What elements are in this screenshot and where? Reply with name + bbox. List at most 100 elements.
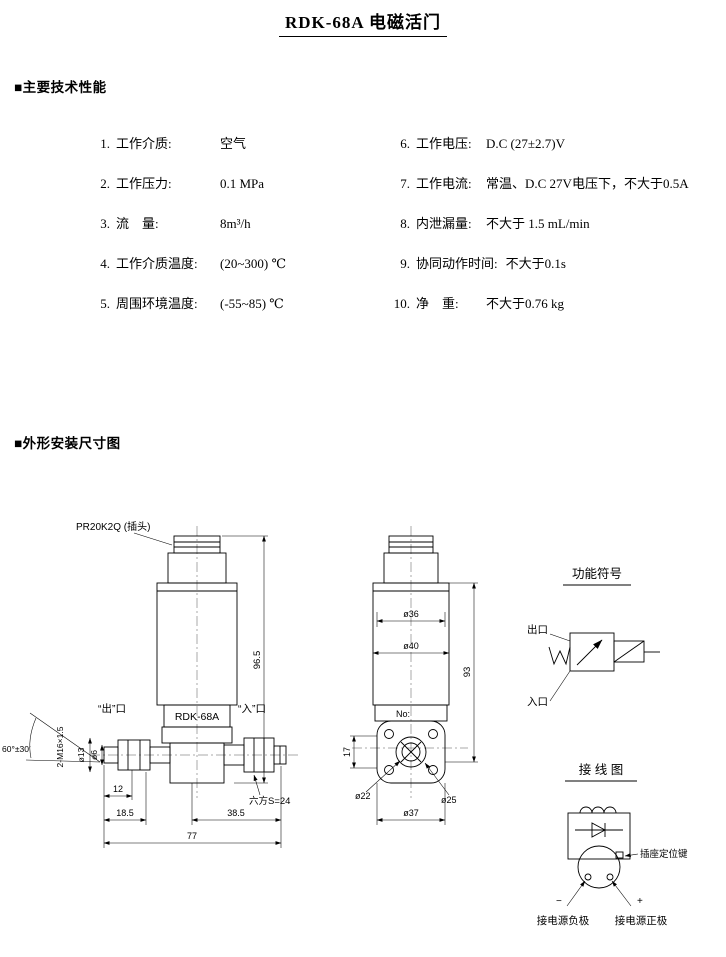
solenoid-symbol <box>613 640 645 663</box>
spec-value: 常温、D.C 27V电压下，不大于0.5A <box>486 176 689 191</box>
dim-diameter-13: ø13 <box>76 747 86 762</box>
spec-number: 5. <box>100 296 110 311</box>
spec-number: 2. <box>100 176 110 191</box>
valve-front-view: ø36 ø40 93 No: <box>342 526 478 825</box>
specs-section-heading: ■主要技术性能 <box>14 80 107 95</box>
spec-label: 内泄漏量: <box>416 216 472 231</box>
page-title: RDK-68A 电磁活门 <box>278 8 448 37</box>
spring-symbol <box>548 646 571 666</box>
dim-height-96-5: 96.5 <box>252 651 263 670</box>
plug-connector-outline-front <box>383 535 439 584</box>
plus-sign: + <box>637 896 643 907</box>
width-dimensions: 12 18.5 38.5 77 <box>103 765 282 848</box>
spec-number: 9. <box>400 256 410 271</box>
dim-thread-2-m16: 2-M16×1.5 <box>55 726 65 767</box>
spec-item-5: 5. 周围环境温度: (-55~85) ℃ <box>88 293 286 312</box>
spec-label: 流 量: <box>116 216 159 231</box>
valve-symbol-box <box>569 632 615 672</box>
spec-number: 6. <box>400 136 410 151</box>
dimension-drawing: PR20K2Q (插头) RDK-68A “出”口 “入”口 <box>2 520 688 927</box>
spec-label: 工作介质温度: <box>116 256 198 271</box>
dim-height-93: 93 <box>462 667 473 678</box>
diameter-dimension-37: ø37 <box>376 783 446 825</box>
spec-value: 不大于0.1s <box>505 256 566 271</box>
diode-symbol <box>591 822 606 838</box>
spec-item-4: 4. 工作介质温度: (20~300) ℃ <box>88 253 286 272</box>
spec-label: 工作压力: <box>116 176 172 191</box>
spec-item-1: 1. 工作介质: 空气 <box>88 133 286 152</box>
wiring-diagram: 接 线 图 插座定位键 − + 接电源负极 接电源正极 <box>537 762 688 927</box>
spec-value: 8m³/h <box>220 216 251 231</box>
spec-item-7: 7. 工作电流: 常温、D.C 27V电压下，不大于0.5A <box>388 173 689 192</box>
dim-diameter-37: ø37 <box>403 808 419 818</box>
socket-pin-negative <box>584 873 592 881</box>
dim-diameter-22: ø22 <box>355 791 371 801</box>
spec-value: 不大于 1.5 mL/min <box>486 216 590 231</box>
minus-sign: − <box>556 896 562 907</box>
inlet-port-label: “入”口 <box>238 703 266 715</box>
spec-value: (20~300) ℃ <box>220 256 286 271</box>
model-label: RDK-68A <box>175 711 219 723</box>
outlet-port-label: “出”口 <box>98 702 126 715</box>
spec-number: 3. <box>100 216 110 231</box>
spec-item-9: 9. 协同动作时间: 不大于0.1s <box>388 253 689 272</box>
drawing-section-heading: ■外形安装尺寸图 <box>14 436 121 451</box>
spec-number: 7. <box>400 176 410 191</box>
title-wrap: RDK-68A 电磁活门 <box>0 8 726 37</box>
spec-item-2: 2. 工作压力: 0.1 MPa <box>88 173 286 192</box>
hex-size-label: 六方S=24 <box>249 795 290 807</box>
symbol-outlet-label: 出口 <box>527 623 548 636</box>
spec-value: 空气 <box>220 136 247 151</box>
dim-width-12: 12 <box>113 784 123 794</box>
power-positive-label: 接电源正极 <box>615 914 668 927</box>
socket-outline <box>577 845 621 889</box>
spec-number: 10. <box>393 296 410 311</box>
spec-value: 0.1 MPa <box>220 176 265 191</box>
valve-side-view: PR20K2Q (插头) RDK-68A “出”口 “入”口 <box>2 520 300 848</box>
dim-width-77: 77 <box>187 831 197 841</box>
dim-diameter-6: ø6 <box>89 750 99 760</box>
spec-label: 工作电流: <box>416 176 472 191</box>
spec-label: 协同动作时间: <box>416 256 498 271</box>
spec-value: D.C (27±2.7)V <box>486 136 565 151</box>
dim-width-18-5: 18.5 <box>116 808 134 818</box>
spec-number: 4. <box>100 256 110 271</box>
dim-angle-60: 60°±30′ <box>2 744 31 754</box>
serial-no-label: No: <box>396 709 410 719</box>
height-dimension-96-5: 96.5 <box>222 535 268 784</box>
specs-left-column: 1. 工作介质: 空气 2. 工作压力: 0.1 MPa 3. 流 量: 8m³/h 4. 工… <box>88 133 286 312</box>
dim-diameter-40: ø40 <box>403 641 419 651</box>
height-dimension-17: 17 <box>342 735 377 769</box>
dim-height-17: 17 <box>342 747 352 757</box>
wiring-diagram-title: 接 线 图 <box>579 762 623 777</box>
spec-item-10: 10.净 重:不大于0.76 kg <box>388 293 689 312</box>
spec-item-6: 6. 工作电压: D.C (27±2.7)V <box>388 133 689 152</box>
spec-number: 8. <box>400 216 410 231</box>
spec-number: 1. <box>100 136 110 151</box>
coil-box-outline <box>567 812 631 860</box>
socket-key <box>615 851 624 859</box>
function-symbol-title: 功能符号 <box>572 566 622 581</box>
inductor-symbol <box>579 806 617 814</box>
symbol-inlet-label: 入口 <box>527 696 548 708</box>
diameter-dimension-36: ø36 <box>376 609 446 627</box>
dim-width-38-5: 38.5 <box>227 808 245 818</box>
flange-outline: No: <box>374 704 448 784</box>
specs-right-column: 6. 工作电压: D.C (27±2.7)V 7. 工作电流: 常温、D.C 27V电压… <box>388 133 689 312</box>
socket-pin-positive <box>606 873 614 881</box>
spec-value: 不大于0.76 kg <box>486 296 565 311</box>
spec-item-8: 8. 内泄漏量: 不大于 1.5 mL/min <box>388 213 689 232</box>
height-dimension-93: 93 <box>445 582 478 763</box>
spec-label: 工作电压: <box>416 136 472 151</box>
port-angle-dimensions: 60°±30′ 2-M16×1.5 ø13 ø6 <box>2 712 104 773</box>
diameter-dimension-40: ø40 <box>372 641 450 655</box>
spec-label: 工作介质: <box>116 136 172 151</box>
plug-label: PR20K2Q (插头) <box>76 520 150 533</box>
power-negative-label: 接电源负极 <box>537 914 590 927</box>
spec-label: 周围环境温度: <box>116 296 198 311</box>
socket-key-label: 插座定位键 <box>640 848 688 860</box>
dim-diameter-36: ø36 <box>403 609 419 619</box>
spec-item-3: 3. 流 量: 8m³/h <box>88 213 286 232</box>
spec-value: (-55~85) ℃ <box>220 296 284 311</box>
